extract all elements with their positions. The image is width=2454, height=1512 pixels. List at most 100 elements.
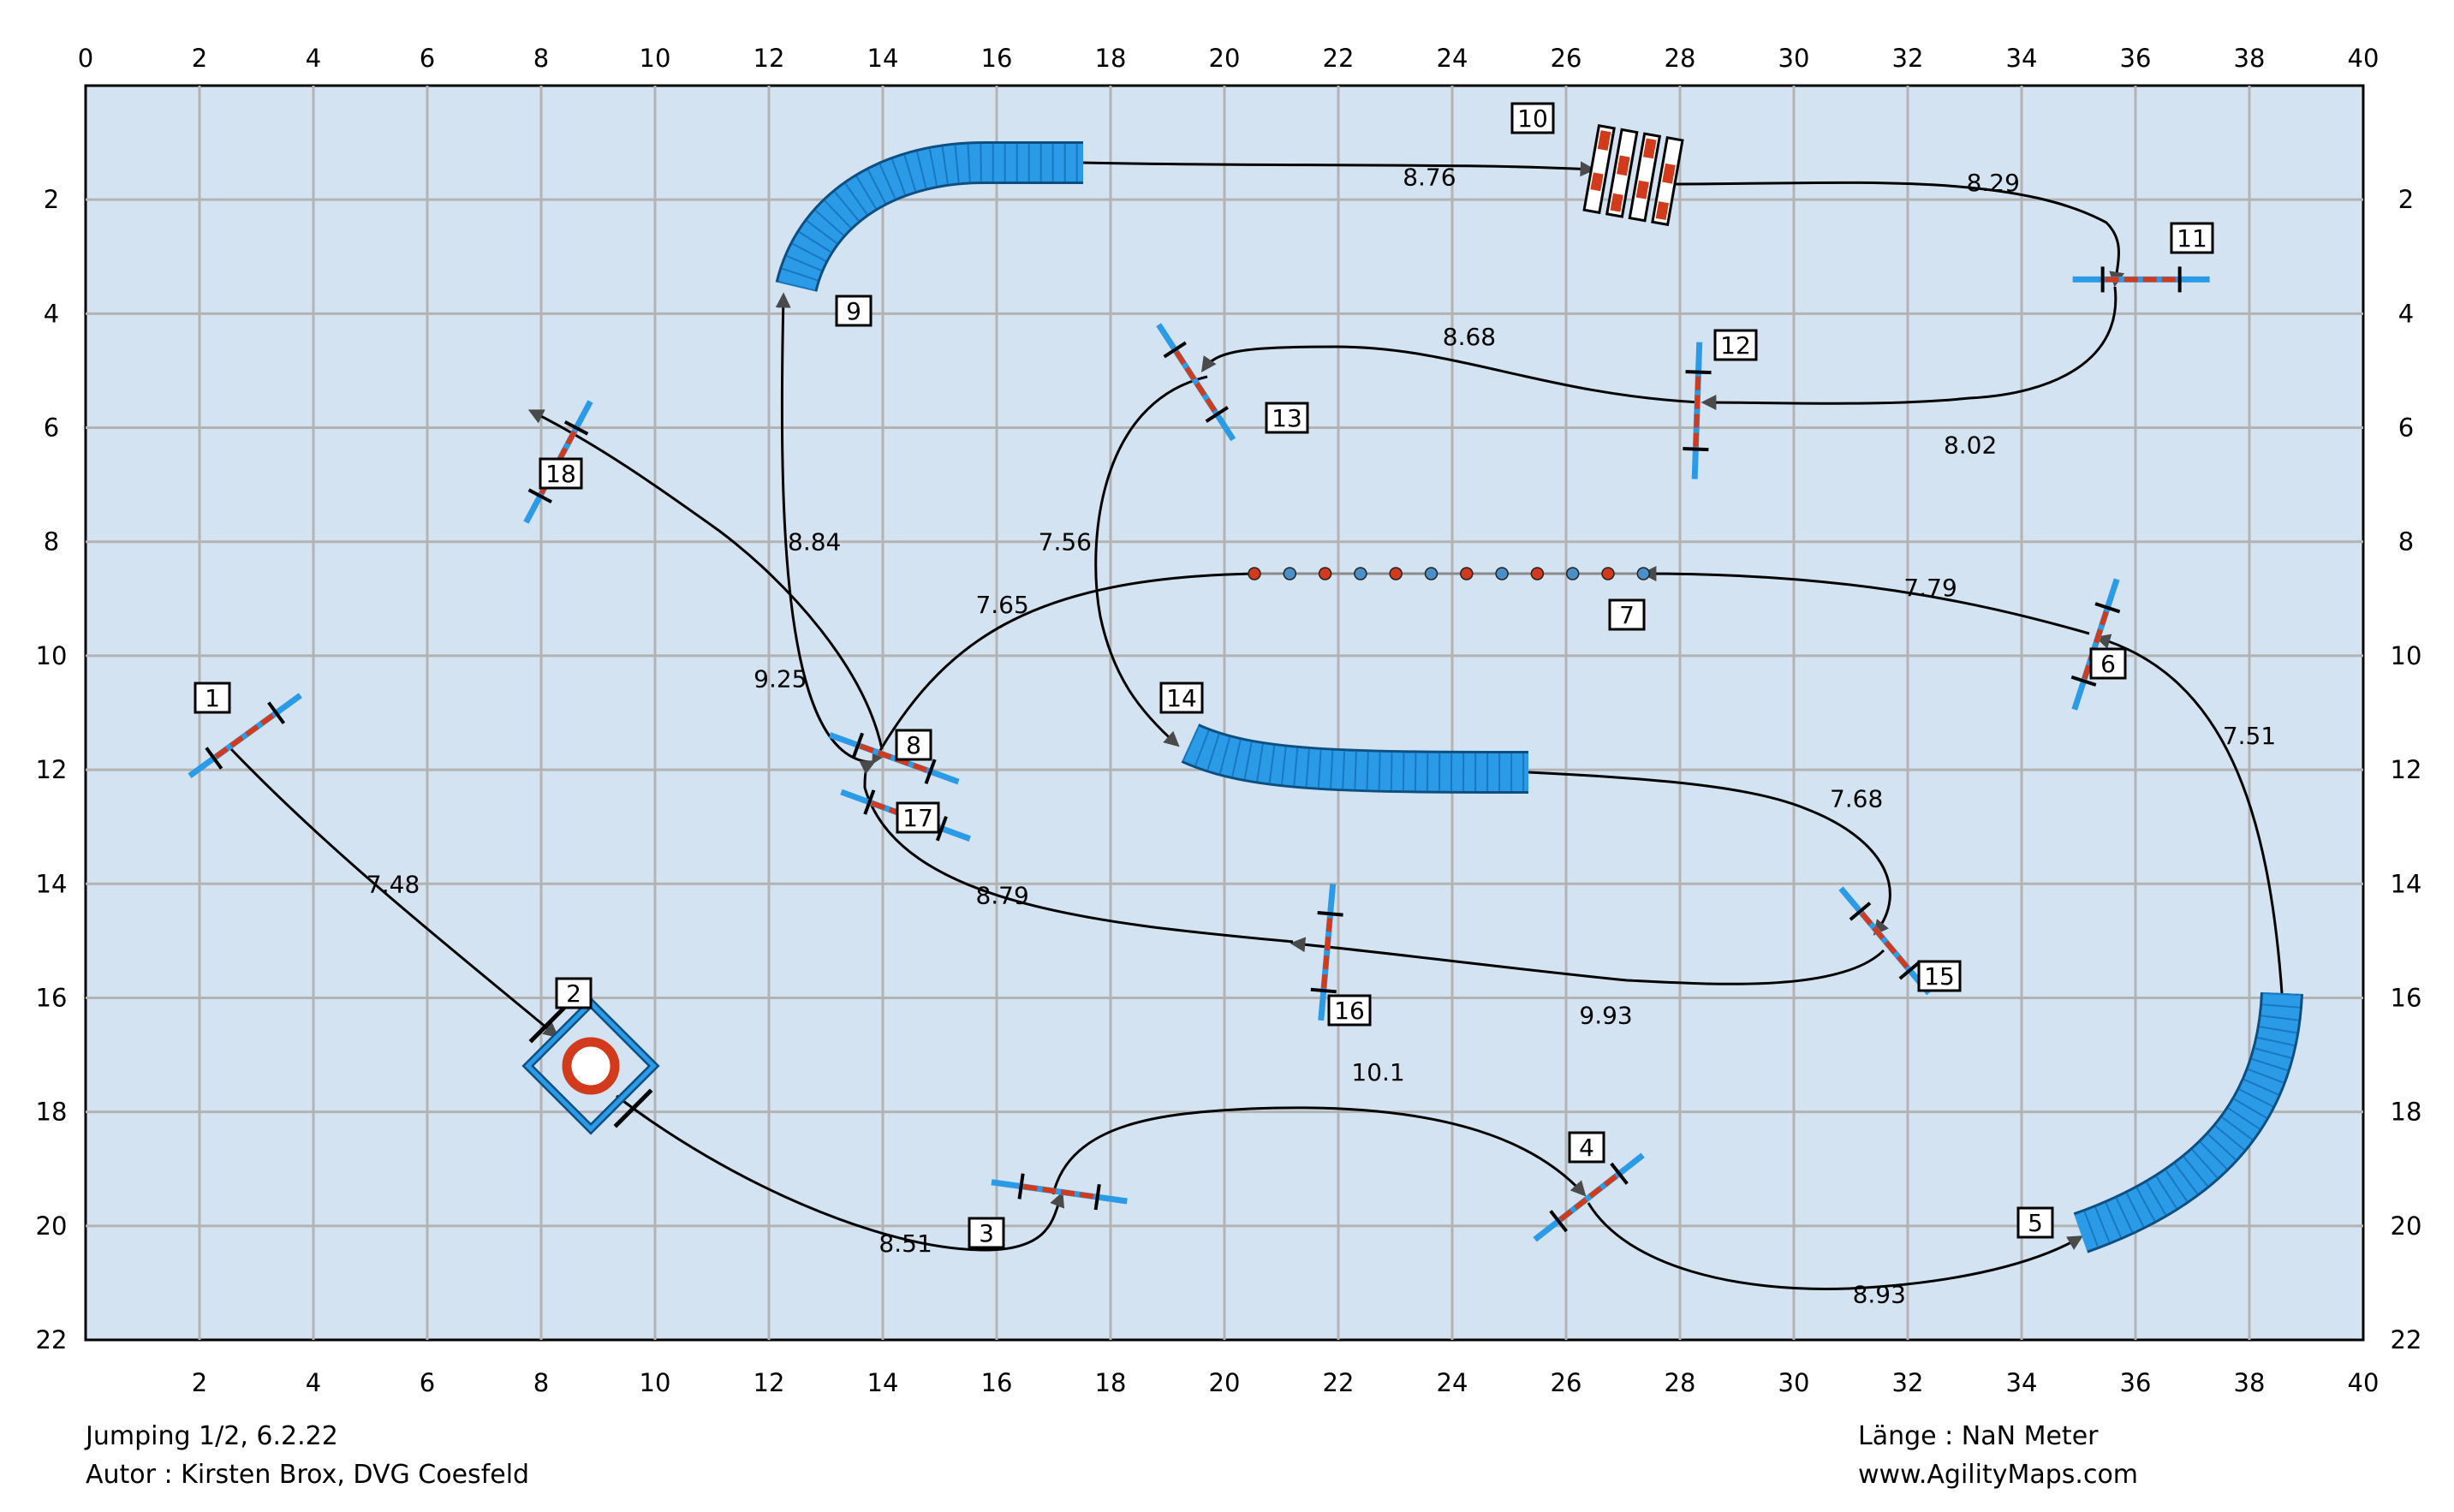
y-tick-left: 8 xyxy=(44,527,59,557)
distance-label: 8.02 xyxy=(1944,432,1997,460)
number-text: 11 xyxy=(2177,224,2207,253)
y-tick-left: 2 xyxy=(44,185,59,214)
x-tick-bottom: 32 xyxy=(1892,1368,1924,1397)
y-tick-right: 8 xyxy=(2398,527,2414,557)
x-tick-bottom: 6 xyxy=(420,1368,435,1397)
wall-brick xyxy=(1597,130,1611,151)
x-tick-top: 2 xyxy=(192,44,207,73)
tire-obstacle xyxy=(521,997,660,1135)
y-tick-right: 22 xyxy=(2391,1325,2422,1354)
obstacle-number-2: 2 xyxy=(555,977,593,1009)
jump-wing xyxy=(828,732,960,785)
distance-label: 8.29 xyxy=(1967,169,2020,197)
number-box xyxy=(194,682,231,714)
obstacle-number-11: 11 xyxy=(2170,222,2214,254)
number-text: 1 xyxy=(205,684,220,712)
distance-label: 7.51 xyxy=(2223,722,2276,750)
wall-brick xyxy=(1616,155,1630,176)
jump-obstacle xyxy=(828,732,960,785)
jump-wing xyxy=(1318,884,1337,1021)
path-segment-5-6 xyxy=(2094,634,2284,994)
x-tick-bottom: 20 xyxy=(1209,1368,1241,1397)
number-box xyxy=(968,1217,1005,1249)
path-segment-9-10 xyxy=(1082,161,1596,177)
path-segment-3-4 xyxy=(1051,1106,1587,1197)
jump-post xyxy=(1017,1173,1025,1199)
y-tick-left: 18 xyxy=(36,1098,68,1127)
x-tick-top: 10 xyxy=(640,44,671,73)
weave-pole xyxy=(1354,567,1367,580)
tire-foot xyxy=(528,1003,569,1044)
number-box xyxy=(895,729,932,761)
x-tick-top: 26 xyxy=(1551,44,1582,73)
x-tick-top: 28 xyxy=(1665,44,1696,73)
path-segment-15-16 xyxy=(1290,937,1885,985)
jump-post xyxy=(924,759,937,784)
y-tick-left: 10 xyxy=(36,641,68,670)
distance-label: 7.79 xyxy=(1903,574,1957,602)
number-box xyxy=(1917,960,1962,992)
obstacle-number-17: 17 xyxy=(896,801,940,834)
tunnel-rings xyxy=(2074,991,2301,1251)
jump-obstacle xyxy=(1838,886,1932,996)
jump-post xyxy=(1163,341,1187,359)
weave-pole xyxy=(1424,567,1438,580)
number-text: 7 xyxy=(1619,601,1635,629)
weave-pole xyxy=(1636,567,1651,580)
wall-obstacle xyxy=(1582,123,1684,227)
number-text: 12 xyxy=(1720,331,1751,360)
weave-pole xyxy=(1565,567,1580,580)
x-tick-top: 38 xyxy=(2234,44,2266,73)
number-text: 15 xyxy=(1924,962,1955,991)
x-tick-top: 40 xyxy=(2348,44,2380,73)
path-segment-12-13 xyxy=(1200,345,1701,404)
jump-post xyxy=(1310,987,1337,994)
number-box xyxy=(2170,222,2214,254)
tunnel-body xyxy=(777,144,1083,292)
jump-bar xyxy=(1174,350,1218,414)
obstacle-number-7: 7 xyxy=(1608,598,1646,631)
path-segment-4-5 xyxy=(1587,1202,2084,1290)
x-tick-bottom: 8 xyxy=(533,1368,549,1397)
y-tick-left: 4 xyxy=(44,299,59,328)
number-box xyxy=(539,457,583,490)
jump-wing xyxy=(991,1179,1128,1205)
obstacles xyxy=(188,123,2303,1253)
weave-pole xyxy=(1283,567,1297,580)
number-box xyxy=(1713,329,1758,361)
course-website: www.AgilityMaps.com xyxy=(1858,1460,2139,1490)
distance-label: 8.68 xyxy=(1443,323,1496,351)
y-tick-right: 12 xyxy=(2391,755,2422,784)
jump-wing xyxy=(188,693,302,778)
distance-label: 9.25 xyxy=(753,665,807,693)
jump-post xyxy=(1205,406,1229,423)
y-tick-right: 10 xyxy=(2391,641,2422,670)
y-tick-left: 6 xyxy=(44,414,59,443)
number-text: 4 xyxy=(1579,1134,1594,1162)
path-segment-11-12 xyxy=(1701,286,2117,411)
jump-bar xyxy=(214,712,276,759)
path-segment-1-2 xyxy=(229,747,559,1039)
path-segment-17-18 xyxy=(527,409,884,750)
jump-post xyxy=(852,732,865,759)
weave-pole xyxy=(1460,567,1474,580)
number-text: 5 xyxy=(2028,1209,2043,1237)
y-tick-right: 2 xyxy=(2398,185,2414,214)
x-tick-bottom: 26 xyxy=(1551,1368,1582,1397)
number-text: 16 xyxy=(1334,997,1365,1025)
tire-foot xyxy=(613,1088,653,1128)
distance-label: 8.51 xyxy=(879,1229,932,1258)
x-tick-bottom: 22 xyxy=(1323,1368,1355,1397)
x-tick-bottom: 38 xyxy=(2234,1368,2266,1397)
x-tick-top: 32 xyxy=(1892,44,1924,73)
x-tick-bottom: 2 xyxy=(192,1368,207,1397)
course-author: Autor : Kirsten Brox, DVG Coesfeld xyxy=(86,1460,530,1490)
jump-post xyxy=(2070,675,2097,687)
obstacle-number-18: 18 xyxy=(539,457,583,490)
x-tick-bottom: 4 xyxy=(306,1368,321,1397)
tire-ring xyxy=(562,1037,620,1095)
jump-obstacle xyxy=(2072,266,2210,293)
distance-label: 7.68 xyxy=(1830,784,1883,813)
course-length: Länge : NaN Meter xyxy=(1858,1421,2099,1451)
